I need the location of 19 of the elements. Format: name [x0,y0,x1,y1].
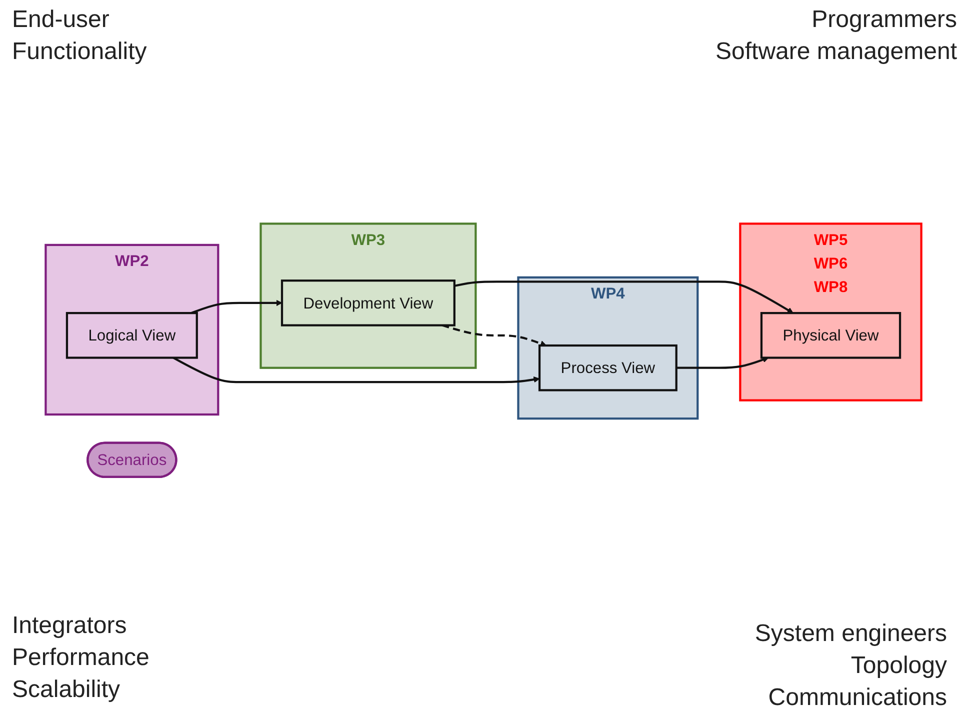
node-box: Process View [538,344,678,391]
annotation-text: Integrators [12,612,128,640]
annotation-text: End-user [12,6,110,34]
arrow [676,356,769,369]
annotation-text: Performance [12,644,150,672]
arrow [442,324,546,346]
arrow [454,280,794,314]
node-box: Physical View [760,312,902,359]
arrow [190,300,282,314]
arrow [172,356,540,383]
node-box: Development View [280,279,456,326]
annotation-text: Topology [850,652,947,680]
annotation-text: Functionality [12,38,147,66]
annotation-text: Scalability [12,676,122,704]
annotation-text: Programmers [812,6,957,34]
annotation-text: Software management [716,38,957,66]
annotation-text: System engineers [754,620,947,648]
node-box: Logical View [66,312,198,359]
annotation-text: Communications [768,684,947,712]
